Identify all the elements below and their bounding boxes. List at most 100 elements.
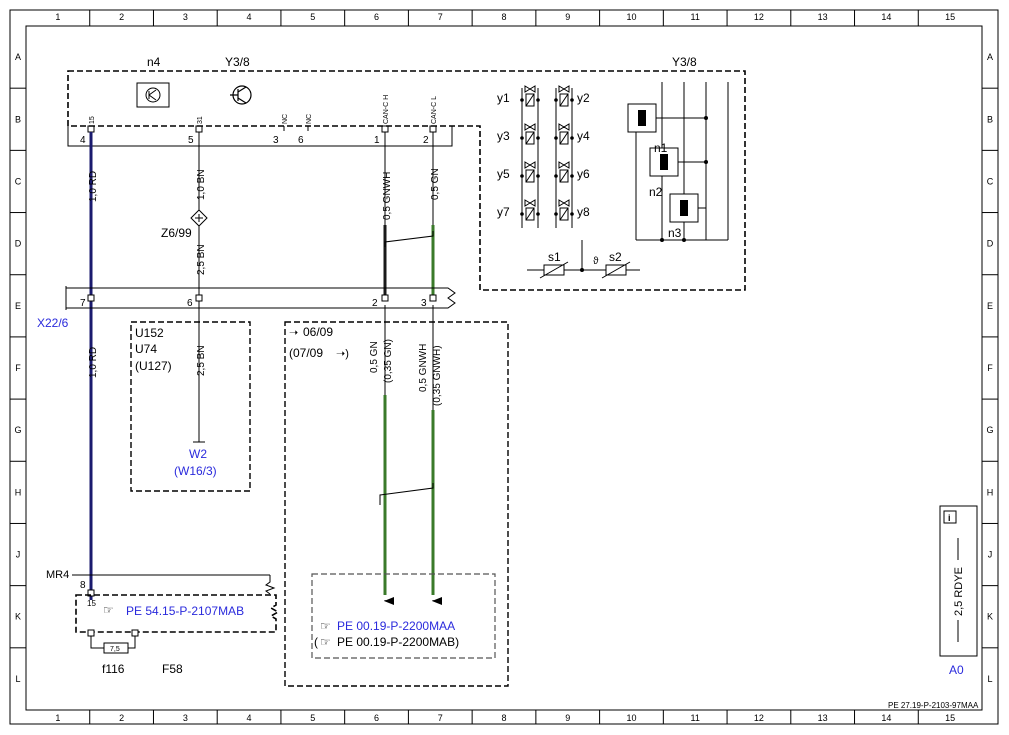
wire-label-can-l: 0,5 GN xyxy=(430,168,441,200)
column-label-2: 2 xyxy=(119,12,124,22)
fuse-pin-15: 15 xyxy=(87,599,96,608)
twisted-pair-marker-lower xyxy=(379,483,434,505)
valve-coil-slash xyxy=(559,207,569,221)
ground-w16-3-label: (W16/3) xyxy=(174,464,217,478)
column-label-12: 12 xyxy=(754,12,764,22)
x22-pin-3: 3 xyxy=(421,298,427,309)
connector-x22-6-strip xyxy=(65,287,456,309)
solenoid-valves-group xyxy=(520,85,574,228)
valve-junction xyxy=(520,174,524,178)
pin-name-nc-2: NC xyxy=(306,114,313,124)
pin-number-3: 3 xyxy=(273,135,279,146)
column-labels: 1122334455667788991010111112121313141415… xyxy=(55,12,955,723)
pin-number-6: 6 xyxy=(298,135,304,146)
valve-y8: y8 xyxy=(577,205,590,219)
row-label-A: A xyxy=(987,52,993,62)
pin-name-15: 15 xyxy=(89,116,96,124)
valve-icon xyxy=(558,199,570,207)
valve-junction xyxy=(570,98,574,102)
transistor-icon xyxy=(230,85,252,105)
row-label-H: H xyxy=(987,487,994,497)
row-label-G: G xyxy=(986,425,993,435)
valve-coil-slash xyxy=(525,93,535,107)
column-label-12: 12 xyxy=(754,713,764,723)
column-label-6: 6 xyxy=(374,713,379,723)
ref-link-2200mab[interactable]: PE 00.19-P-2200MAB) xyxy=(337,635,459,649)
column-label-4: 4 xyxy=(247,12,252,22)
valve-coil-slash xyxy=(525,169,535,183)
legend-a0-box xyxy=(939,505,978,657)
module-y3-8-label-left: Y3/8 xyxy=(225,55,250,69)
column-label-1: 1 xyxy=(55,12,60,22)
sensor-s2-label: s2 xyxy=(609,250,622,264)
column-label-5: 5 xyxy=(310,713,315,723)
module-y3-8-label-right: Y3/8 xyxy=(672,55,697,69)
ref-link-2107mab[interactable]: PE 54.15-P-2107MAB xyxy=(126,604,244,618)
column-label-6: 6 xyxy=(374,12,379,22)
valve-y2: y2 xyxy=(577,91,590,105)
column-label-13: 13 xyxy=(818,713,828,723)
wire-label-w15b: 1,0 RD xyxy=(88,347,99,378)
hand-pointer-icon-2: ☞ xyxy=(320,635,331,649)
date-to: (07/09 xyxy=(289,346,323,360)
info-icon[interactable] xyxy=(943,510,957,524)
row-label-D: D xyxy=(15,239,22,249)
variant-u74: U74 xyxy=(135,342,157,356)
column-label-11: 11 xyxy=(691,713,700,723)
column-label-5: 5 xyxy=(310,12,315,22)
info-icon-glyph: i xyxy=(948,513,951,523)
fuse-pin-b xyxy=(131,629,139,637)
row-label-K: K xyxy=(15,612,21,622)
column-label-11: 11 xyxy=(691,12,700,22)
row-label-F: F xyxy=(987,363,993,373)
valve-y4: y4 xyxy=(577,129,590,143)
n4-component-icon xyxy=(136,82,170,108)
row-label-F: F xyxy=(15,363,21,373)
row-label-C: C xyxy=(987,176,994,186)
x22-pin-2: 2 xyxy=(372,298,378,309)
pin-number-5: 5 xyxy=(188,135,194,146)
valve-coil-slash xyxy=(525,131,535,145)
row-label-D: D xyxy=(987,239,994,249)
row-label-B: B xyxy=(987,114,993,124)
valve-y7: y7 xyxy=(497,205,510,219)
pin-number-1: 1 xyxy=(374,135,380,146)
row-label-C: C xyxy=(15,176,22,186)
hand-pointer-icon-3: ☞ xyxy=(103,603,114,617)
pin-name-31: 31 xyxy=(197,116,204,124)
valve-coil-slash xyxy=(559,131,569,145)
x22-pin-7: 7 xyxy=(80,298,86,309)
mr4-break-icon xyxy=(264,575,276,595)
row-label-E: E xyxy=(987,301,993,311)
legend-wire-label: 2,5 RDYE xyxy=(953,567,965,616)
valve-junction xyxy=(536,98,540,102)
column-label-7: 7 xyxy=(438,713,443,723)
valve-junction xyxy=(554,174,558,178)
column-label-3: 3 xyxy=(183,713,188,723)
n4-label: n4 xyxy=(147,55,161,69)
column-label-1: 1 xyxy=(55,713,60,723)
theta-symbol: ϑ xyxy=(593,256,599,267)
column-label-9: 9 xyxy=(565,713,570,723)
valve-y6: y6 xyxy=(577,167,590,181)
valve-coil-slash xyxy=(525,207,535,221)
controller-n1-label: n1 xyxy=(654,141,668,155)
row-label-H: H xyxy=(15,487,22,497)
fuse-pin-a xyxy=(87,629,95,637)
outer-frame xyxy=(9,9,999,725)
valve-icon xyxy=(524,199,536,207)
wire-label-w31: 1,0 BN xyxy=(196,169,207,200)
module-connector-strip xyxy=(67,126,453,147)
wire-label-w15: 1,0 RD xyxy=(88,171,99,202)
ref-link-2200maa[interactable]: PE 00.19-P-2200MAA xyxy=(337,619,455,633)
fuse-pin-8-marker xyxy=(87,589,95,597)
column-label-15: 15 xyxy=(945,12,955,22)
row-label-J: J xyxy=(988,550,993,560)
valve-y1: y1 xyxy=(497,91,510,105)
column-label-9: 9 xyxy=(565,12,570,22)
controller-n3-label: n3 xyxy=(668,226,682,240)
wire-label-w31b: 2,5 BN xyxy=(196,244,207,275)
column-label-8: 8 xyxy=(501,713,506,723)
